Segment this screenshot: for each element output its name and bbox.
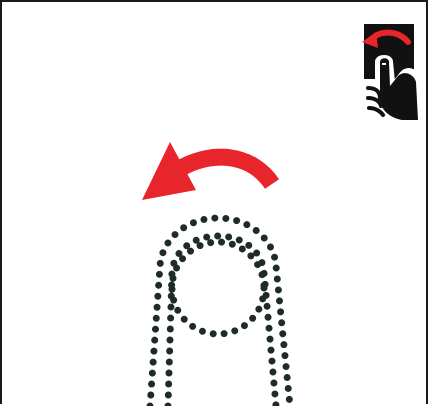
dotted-finger-outline-icon: [150, 218, 290, 406]
curved-arrow-left-icon: [142, 142, 272, 200]
hand-swipe-left-icon: [362, 24, 420, 120]
touch-point-circle: [172, 242, 264, 334]
finger-outer-outline: [150, 218, 290, 406]
